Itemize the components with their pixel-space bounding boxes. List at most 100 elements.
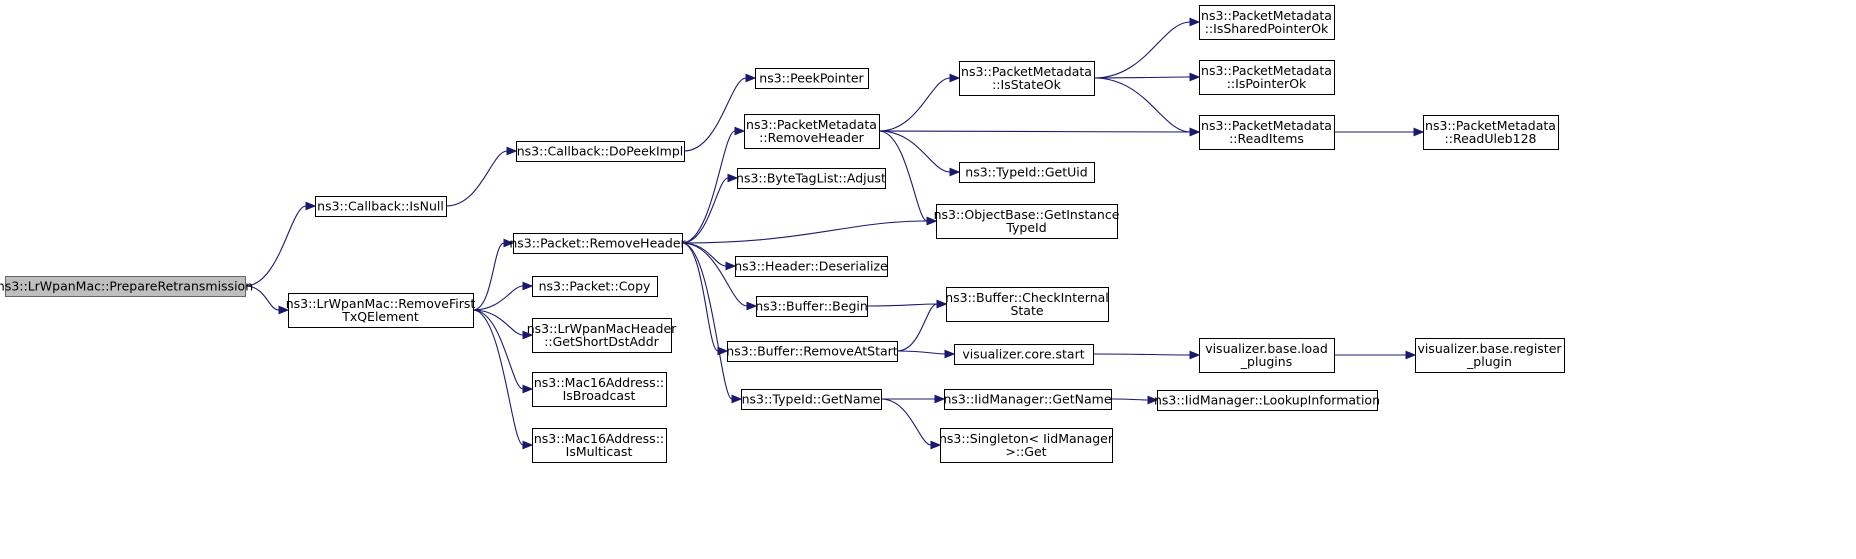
node-label: ::IsSharedPointerOk [1205, 21, 1329, 36]
node-label: ::RemoveHeader [759, 130, 865, 145]
edge-line [1093, 76, 1191, 79]
graph-node[interactable]: ns3::Mac16Address::IsMulticast [532, 428, 667, 463]
node-box [532, 372, 667, 407]
node-label: ns3::LrWpanMac::PrepareRetransmission [0, 279, 253, 294]
edge-arrowhead [305, 201, 317, 211]
node-box [1199, 115, 1335, 150]
edge-arrowhead [522, 384, 534, 394]
graph-node[interactable]: ns3::PacketMetadata::IsSharedPointerOk [1199, 5, 1335, 40]
edge-arrowhead [746, 301, 758, 311]
node-label: ns3::TypeId::GetName [742, 392, 881, 407]
edge-line [878, 77, 951, 132]
edge-arrowhead [278, 305, 290, 315]
node-label: ns3::Buffer::CheckInternal [945, 290, 1109, 305]
node-label: IsMulticast [566, 444, 633, 459]
node-label: ns3::Mac16Address:: [534, 375, 664, 390]
node-label: _plugin [1466, 354, 1512, 369]
edge-arrowhead [731, 394, 743, 404]
graph-node[interactable]: ns3::Mac16Address::IsBroadcast [532, 372, 667, 407]
edge-line [896, 303, 938, 352]
node-box [532, 276, 658, 297]
edge-line [896, 350, 946, 355]
node-label: visualizer.base.register [1417, 341, 1562, 356]
edge-arrowhead [1147, 395, 1159, 405]
node-box [936, 204, 1118, 239]
node-label: ns3::Callback::IsNull [317, 199, 444, 214]
edge-line [472, 309, 524, 390]
edge-line [681, 177, 729, 244]
edge-line [472, 309, 524, 446]
edge-arrowhead [725, 261, 737, 271]
graph-node[interactable]: ns3::Callback::IsNull [315, 196, 447, 217]
edge-arrowhead [522, 281, 534, 291]
edge-line [472, 285, 524, 311]
edge-line [472, 309, 524, 336]
graph-node[interactable]: visualizer.base.register_plugin [1415, 338, 1565, 373]
graph-node[interactable]: ns3::LrWpanMac::PrepareRetransmission [0, 276, 253, 297]
node-label: ::IsStateOk [992, 77, 1062, 92]
node-label: ns3::Buffer::RemoveAtStart [726, 344, 898, 359]
node-box [756, 296, 868, 317]
node-label: ns3::PacketMetadata [1201, 63, 1332, 78]
graph-node[interactable]: ns3::Header::Deserialize [734, 256, 888, 277]
node-box [288, 293, 474, 328]
node-box [532, 428, 667, 463]
edge-arrowhead [949, 73, 961, 83]
edge-arrowhead [1189, 350, 1201, 360]
edge-arrowhead [522, 330, 534, 340]
edge-line [681, 242, 733, 400]
edge-arrowhead [727, 173, 739, 183]
node-box [1199, 60, 1335, 95]
graph-node[interactable]: ns3::TypeId::GetUid [959, 162, 1095, 183]
graph-node[interactable]: ns3::IidManager::GetName [943, 389, 1112, 410]
edge-line [1093, 77, 1191, 133]
node-label: ns3::ByteTagList::Adjust [736, 171, 886, 186]
node-label: ns3::LrWpanMacHeader [527, 321, 677, 336]
edge-arrowhead [522, 440, 534, 450]
node-label: ns3::Mac16Address:: [534, 431, 664, 446]
node-label: ns3::PacketMetadata [746, 117, 877, 132]
edge-arrowhead [930, 440, 942, 450]
node-box [735, 256, 888, 277]
node-label: ::ReadItems [1229, 131, 1304, 146]
graph-node[interactable]: ns3::PeekPointer [755, 68, 869, 89]
graph-node[interactable]: ns3::LrWpanMacHeader::GetShortDstAddr [527, 318, 677, 353]
node-label: ns3::Packet::Copy [539, 279, 651, 294]
graph-node[interactable]: ns3::Buffer::Begin [755, 296, 868, 317]
node-label: >::Get [1005, 444, 1046, 459]
graph-node[interactable]: ns3::Singleton< IidManager>::Get [939, 428, 1114, 463]
edge-arrowhead [1413, 127, 1425, 137]
node-label: ns3::Callback::DoPeekImpl [517, 144, 684, 159]
graph-node[interactable]: ns3::PacketMetadata::IsStateOk [959, 61, 1095, 96]
node-box [1423, 115, 1559, 150]
node-box [532, 318, 672, 353]
graph-node[interactable]: ns3::PacketMetadata::IsPointerOk [1199, 60, 1335, 95]
edge-line [681, 220, 928, 244]
graph-node[interactable]: ns3::ByteTagList::Adjust [736, 168, 886, 189]
node-label: ns3::LrWpanMac::RemoveFirst [286, 296, 476, 311]
graph-node[interactable]: ns3::Packet::RemoveHeader [509, 233, 687, 254]
graph-node[interactable]: ns3::TypeId::GetName [741, 389, 882, 410]
node-label: ::ReadUleb128 [1445, 131, 1537, 146]
graph-node[interactable]: ns3::PacketMetadata::RemoveHeader [744, 114, 880, 149]
node-label: ns3::PeekPointer [759, 71, 864, 86]
graph-node[interactable]: ns3::Buffer::RemoveAtStart [726, 341, 898, 362]
graph-node[interactable]: ns3::PacketMetadata::ReadItems [1199, 115, 1335, 150]
graph-node[interactable]: ns3::Callback::DoPeekImpl [516, 141, 685, 162]
graph-node[interactable]: ns3::IidManager::LookupInformation [1154, 390, 1380, 411]
graph-node[interactable]: ns3::Packet::Copy [532, 276, 658, 297]
node-label: State [1010, 303, 1043, 318]
edge-line [866, 303, 938, 307]
graph-node[interactable]: ns3::PacketMetadata::ReadUleb128 [1423, 115, 1559, 150]
graph-node[interactable]: visualizer.core.start [954, 344, 1094, 365]
edge-line [445, 150, 508, 207]
node-label: TxQElement [341, 309, 419, 324]
graph-node[interactable]: visualizer.base.load_plugins [1199, 338, 1335, 373]
node-label: ns3::ObjectBase::GetInstance [934, 207, 1120, 222]
node-box [513, 233, 683, 254]
node-box [1157, 390, 1378, 411]
node-box [737, 168, 886, 189]
